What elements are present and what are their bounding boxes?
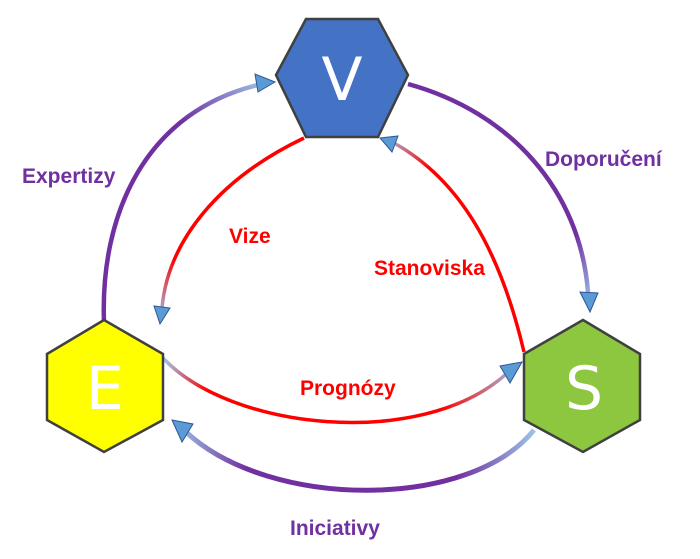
hexagon-e <box>45 318 165 454</box>
flow-arrow-stanoviska <box>393 141 526 353</box>
flow-arrow-prognozy <box>161 356 507 425</box>
arrowhead-icon <box>171 419 194 444</box>
label-iniciativy: Iniciativy <box>290 517 380 540</box>
flow-arrow-expertizy <box>101 81 263 323</box>
arrowhead-icon <box>579 291 599 314</box>
flow-arrow-doporuceni <box>407 81 591 293</box>
node-s: S <box>522 318 642 454</box>
label-expertizy: Expertizy <box>22 165 116 188</box>
node-s-letter: S <box>565 354 603 424</box>
label-doporuceni: Doporučení <box>545 148 663 171</box>
label-stanoviska: Stanoviska <box>374 257 485 280</box>
outer-flows <box>101 73 599 493</box>
node-v: V <box>274 17 410 139</box>
arrowhead-icon <box>254 73 277 93</box>
node-e-letter: E <box>86 354 124 424</box>
flow-arrow-iniciativy <box>184 428 536 493</box>
hexagon-s <box>522 318 642 454</box>
arrowhead-icon <box>153 305 171 326</box>
flow-arrow-vize <box>160 136 305 309</box>
hexagon-v <box>274 17 410 139</box>
label-prognozy: Prognózy <box>300 377 396 400</box>
inner-flows <box>153 135 526 425</box>
node-e: E <box>45 318 165 454</box>
arrowhead-icon <box>499 361 523 384</box>
label-vize: Vize <box>229 225 271 248</box>
node-v-letter: V <box>321 45 362 115</box>
arrowhead-icon <box>379 135 399 153</box>
